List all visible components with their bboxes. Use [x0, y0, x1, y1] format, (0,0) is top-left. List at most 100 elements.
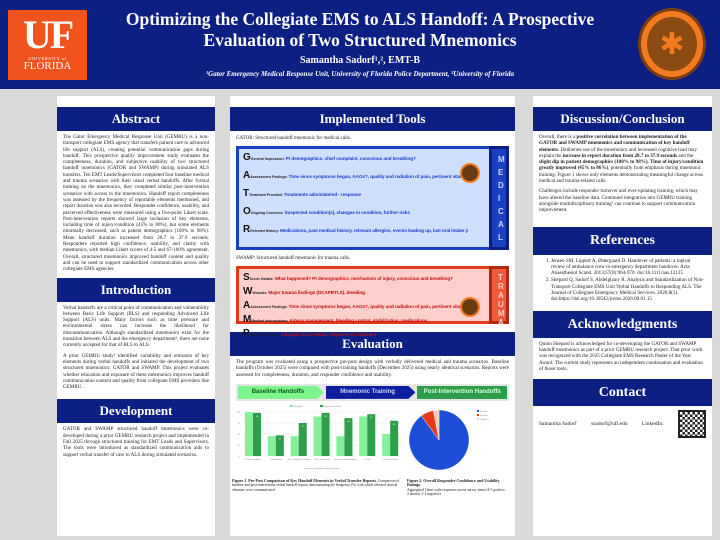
tools-heading: Implemented Tools — [230, 107, 515, 131]
contact-name: Samantha Sadorf — [539, 421, 577, 428]
data-label: 47 — [279, 438, 282, 440]
mnemonic-label: Assessment Findings: — [250, 305, 288, 309]
reference-item: Shepard Q, Sadorf S, Abdelghany R. Analy… — [551, 277, 704, 302]
mnemonic-label: Assessment Findings: — [250, 175, 288, 179]
mnemonic-value: Time since symptoms began, AAOx?, qualit… — [288, 304, 464, 309]
acknowledgments-text: Quinn Shepard is acknowledged for co-dev… — [539, 340, 703, 372]
poster-header: UF UNIVERSITY of FLORIDA Optimizing the … — [0, 0, 720, 89]
development-text: GATOR and SWAMP structured handoff mnemo… — [63, 426, 209, 458]
mnemonic-value: Medications, past medical history, relev… — [280, 228, 468, 233]
process-flow: Baseline Handoffs Mnemonic Training Post… — [236, 383, 509, 401]
legend-swatch — [290, 404, 293, 407]
data-label: 80 — [393, 424, 396, 426]
pie-slice — [433, 409, 440, 440]
y-tick-label: 50 — [238, 433, 241, 436]
legend-label: Positive — [480, 410, 489, 413]
mnemonic-label: General Impression: — [250, 157, 285, 161]
references-heading: References — [533, 226, 712, 255]
affiliations: ¹Gator Emergency Medical Response Unit, … — [206, 70, 514, 78]
gator-caption: GATOR: Structured handoff mnemonic for m… — [236, 136, 351, 141]
bar — [367, 414, 376, 456]
legend-label: Post-Intervention — [324, 405, 342, 408]
mnemonic-label: Medical Interventions: — [251, 319, 289, 323]
bar — [336, 436, 345, 456]
qr-code[interactable] — [678, 410, 706, 439]
mnemonic-label: Treatment Provided: — [249, 193, 283, 197]
mnemonic-letter: P — [243, 328, 250, 339]
legend-label: Neutral — [480, 414, 488, 417]
mnemonic-letter: M — [243, 314, 252, 325]
x-tick-label: Pertinent Vitals — [383, 459, 397, 461]
x-axis-label: Element in Patient Transfer Report — [305, 467, 340, 470]
abstract-heading: Abstract — [57, 107, 215, 131]
gemru-seal-logo: ✱ — [638, 8, 706, 80]
references-list: Jensen SM, Lippert A, Østergaard D. Hand… — [533, 255, 712, 307]
mnemonic-value: What happened? Pt demographics, mechanis… — [274, 276, 453, 281]
introduction-text: Verbal handoffs are a critical point of … — [63, 304, 209, 391]
abstract-text: The Gator Emergency Medical Response Uni… — [63, 134, 209, 273]
mnemonic-label: Relevant History: — [250, 229, 280, 233]
evaluation-text: The program was evaluated using a prospe… — [236, 359, 509, 378]
y-tick-label: 0 — [239, 455, 241, 458]
flow-step-baseline: Baseline Handoffs — [238, 385, 324, 399]
contact-heading: Contact — [533, 379, 712, 407]
mnemonic-value: Time since symptoms began, AAOx?, qualit… — [288, 174, 464, 179]
mnemonic-letter: A — [243, 170, 251, 181]
mnemonic-letter: O — [243, 206, 251, 217]
legend-swatch — [477, 413, 479, 416]
figure-1: 0 25 50 75 100 Baseline Post-Intervention 98 Pt … — [230, 404, 405, 497]
y-tick-label: 25 — [238, 444, 241, 447]
swamp-caption: SWAMP: Structured handoff mnemonic for t… — [236, 256, 351, 261]
mnemonic-label: Wounds: — [252, 291, 268, 295]
gemru-mini-logo — [460, 297, 480, 317]
legend-swatch — [320, 404, 323, 407]
gemru-mini-logo — [460, 163, 480, 183]
mnemonic-label: Patient Response: — [249, 333, 281, 337]
author: Samantha Sadorf¹,², EMT-B — [299, 55, 421, 66]
bar — [267, 436, 276, 456]
data-label: 98 — [256, 416, 259, 418]
contact-linkedin[interactable]: LinkedIn: — [641, 421, 664, 428]
introduction-heading: Introduction — [57, 277, 215, 302]
bar — [344, 418, 353, 456]
legend-swatch — [477, 409, 479, 412]
development-heading: Development — [57, 399, 215, 424]
legend-swatch — [477, 417, 479, 420]
flow-step-training: Mnemonic Training — [325, 385, 416, 399]
y-tick-label: 100 — [236, 411, 241, 414]
x-tick-label: Chief Complaint — [314, 458, 330, 461]
legend-label: Baseline — [294, 405, 303, 408]
mnemonic-value: Pt demographics, chief complaint, consci… — [285, 156, 416, 161]
bar — [245, 411, 253, 456]
legend-label: Negative — [480, 418, 490, 421]
figure-1-caption: Figure 1. Pre-Post Comparison of Key Han… — [232, 477, 400, 492]
mnemonic-value: Major trauma findings (DCAPBTLS), bleedi… — [268, 290, 365, 295]
right-column: Discussion/Conclusion Overall, there is … — [533, 96, 712, 536]
star-of-life-icon: ✱ — [647, 17, 697, 71]
contact-email[interactable]: ssadorf@ufl.edu — [591, 421, 628, 428]
figure-2-caption: Figure 2. Overall Responder Confidence a… — [407, 477, 506, 497]
contact-info: Samantha Sadorf ssadorf@ufl.edu LinkedIn… — [533, 406, 712, 442]
figures-row: 0 25 50 75 100 Baseline Post-Intervention 98 Pt … — [230, 404, 515, 497]
data-label: 86 — [347, 421, 350, 423]
data-label: 95 — [370, 417, 373, 419]
mnemonic-label: Scene Details: — [249, 277, 274, 281]
x-tick-label: Pt Demographics — [245, 458, 261, 461]
bar — [298, 422, 307, 456]
bar — [321, 412, 330, 456]
mnemonic-letter: T — [243, 188, 250, 199]
mnemonic-value: Airway management, bleeding control, sta… — [289, 318, 428, 323]
y-tick-label: 75 — [238, 422, 241, 425]
mnemonic-letter: G — [243, 152, 251, 163]
bar — [382, 433, 391, 456]
